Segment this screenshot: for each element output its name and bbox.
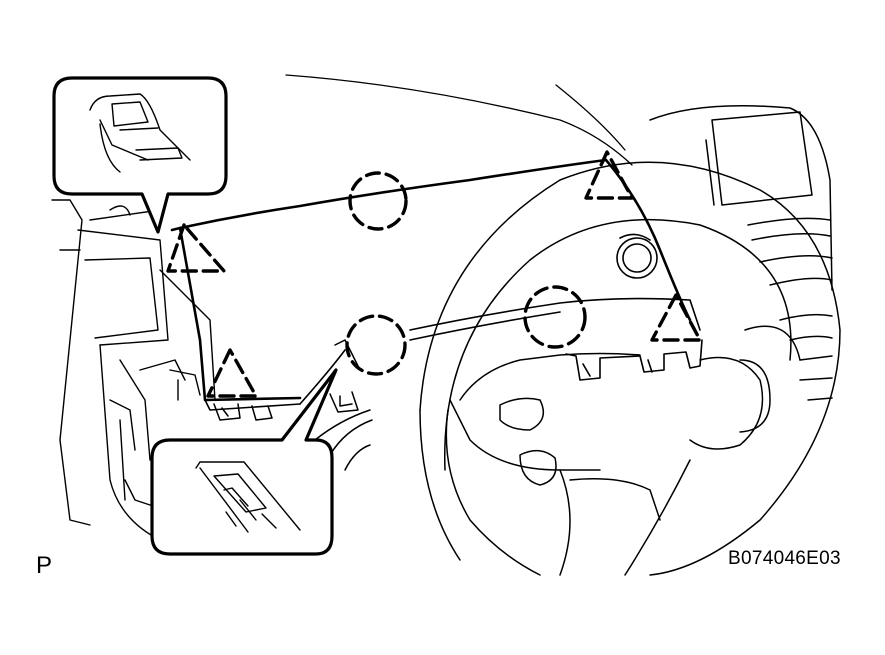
callout-detail-upper (52, 76, 228, 234)
windshield-outline (285, 74, 633, 166)
view-mark-label: P (36, 552, 53, 579)
dashboard-fittings (213, 339, 373, 471)
claw-markers (345, 171, 587, 376)
steering-wheel (419, 161, 841, 576)
steering-column-brackets (565, 339, 703, 381)
ignition-switch (616, 233, 658, 279)
claw-marker-steering (523, 285, 587, 349)
clip-marker-lower-right (650, 293, 702, 342)
instrument-panel-outline (170, 158, 692, 402)
claw-marker-middle (345, 314, 407, 376)
center-console-display (649, 105, 833, 433)
clip-marker-upper-left (166, 223, 226, 273)
clip-marker-lower-left (206, 348, 258, 398)
instrument-panel-lower-edge (204, 297, 701, 411)
claw-marker-top (348, 171, 408, 231)
clip-marker-upper-right (584, 150, 634, 200)
left-pillar-area (51, 199, 216, 541)
callout-detail-lower (150, 368, 338, 556)
figure-code-label: B074046E03 (728, 548, 841, 569)
clip-markers (166, 150, 702, 398)
